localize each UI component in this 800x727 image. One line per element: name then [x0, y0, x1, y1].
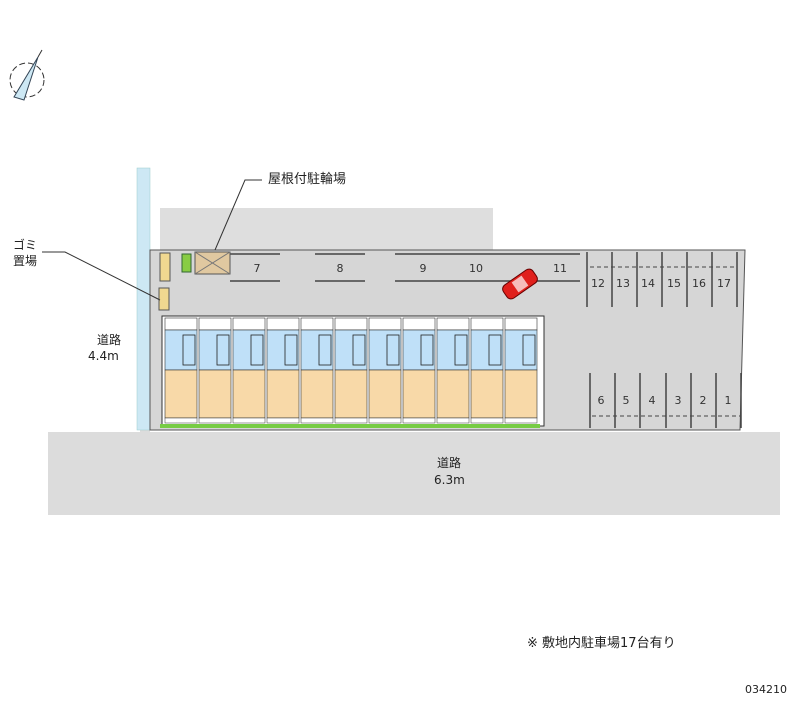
parking-space-6: 6 — [598, 394, 605, 407]
parking-space-2: 2 — [700, 394, 707, 407]
planter — [181, 253, 192, 273]
apartment-unit — [198, 317, 232, 424]
parking-space-16: 16 — [692, 277, 706, 290]
garbage-area — [159, 252, 171, 282]
parking-space-8: 8 — [337, 262, 344, 275]
garbage-label-1: ゴミ — [13, 238, 38, 252]
parking-space-14: 14 — [641, 277, 655, 290]
neighbor-lot — [160, 208, 493, 250]
bottom-road-name: 道路 — [437, 456, 462, 470]
parking-space-5: 5 — [623, 394, 630, 407]
compass-icon — [9, 49, 45, 101]
parking-space-4: 4 — [649, 394, 656, 407]
parking-lines — [230, 252, 742, 428]
bottom-road-width: 6.3m — [434, 473, 465, 487]
apartment-unit — [504, 317, 538, 424]
bicycle-parking-label: 屋根付駐輪場 — [268, 172, 347, 187]
leader-bicycle — [214, 179, 262, 251]
parking-dashes — [590, 266, 740, 417]
parking-numbers: 7 8 9 10 11 12 13 14 15 16 17 6 5 4 3 2 1 — [254, 262, 732, 407]
parking-space-12: 12 — [591, 277, 605, 290]
apartment-unit — [164, 317, 198, 424]
apartment-unit — [266, 317, 300, 424]
hedge — [160, 424, 540, 428]
apartment-unit — [232, 317, 266, 424]
left-road-width: 4.4m — [88, 349, 119, 363]
apartment-unit — [470, 317, 504, 424]
property-code: 034210 — [745, 683, 787, 696]
parking-space-13: 13 — [616, 277, 630, 290]
road-left — [48, 168, 780, 515]
garbage-area-2 — [158, 287, 170, 311]
apartment-unit — [402, 317, 436, 424]
parking-space-3: 3 — [675, 394, 682, 407]
parking-space-1: 1 — [725, 394, 732, 407]
apartment-building — [161, 315, 545, 427]
parking-space-10: 10 — [469, 262, 483, 275]
garbage-label-2: 置場 — [13, 254, 38, 268]
parking-note: ※ 敷地内駐車場17台有り — [527, 636, 676, 651]
apartment-unit — [368, 317, 402, 424]
parking-space-9: 9 — [420, 262, 427, 275]
parking-space-7: 7 — [254, 262, 261, 275]
parking-space-17: 17 — [717, 277, 731, 290]
leader-garbage — [42, 251, 161, 301]
parking-space-15: 15 — [667, 277, 681, 290]
car-icon — [502, 268, 538, 300]
apartment-unit — [300, 317, 334, 424]
left-road-name: 道路 — [97, 333, 122, 347]
apartment-unit — [436, 317, 470, 424]
apartment-unit — [334, 317, 368, 424]
waterway — [136, 167, 151, 431]
parking-space-11: 11 — [553, 262, 567, 275]
